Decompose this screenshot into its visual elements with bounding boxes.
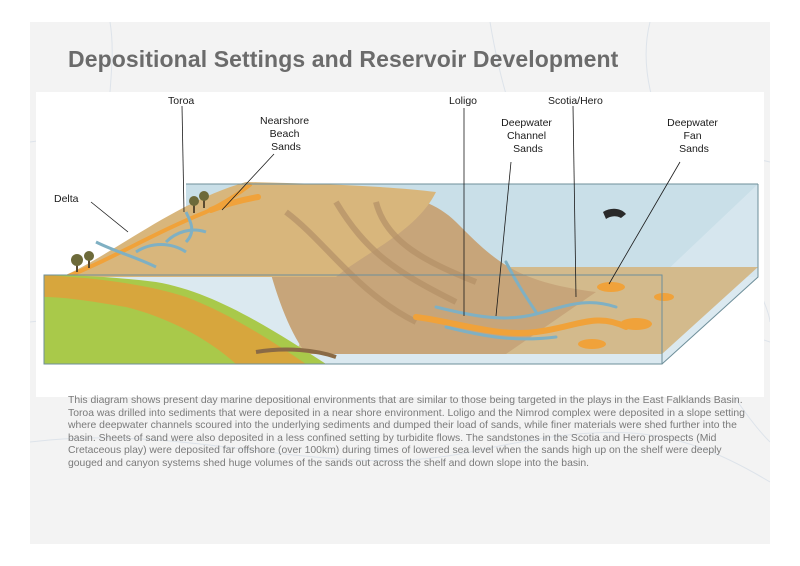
label-scotia-hero: Scotia/Hero bbox=[548, 95, 603, 107]
diagram-description: This diagram shows present day marine de… bbox=[68, 395, 745, 469]
tree-icon bbox=[71, 191, 209, 272]
label-pointers bbox=[90, 105, 681, 317]
cross-section-dark-layers bbox=[255, 347, 337, 359]
label-delta: Delta bbox=[54, 193, 79, 205]
deepwater-fan-sands bbox=[578, 282, 674, 349]
depositional-diagram: Toroa Nearshore Beach Sands Delta Loligo… bbox=[36, 92, 764, 397]
block-front-edge bbox=[43, 274, 663, 365]
dolphin-icon bbox=[603, 208, 626, 219]
label-deepwater-fan-sands: Deepwater Fan Sands bbox=[667, 117, 721, 155]
deepwater-channel-sands bbox=[413, 260, 629, 341]
label-nearshore-beach-sands: Nearshore Beach Sands bbox=[260, 115, 312, 153]
block-side-edge bbox=[661, 184, 759, 365]
label-loligo: Loligo bbox=[449, 95, 477, 107]
page-title: Depositional Settings and Reservoir Deve… bbox=[68, 46, 619, 72]
continental-shelf bbox=[66, 182, 436, 277]
label-toroa: Toroa bbox=[168, 95, 194, 107]
label-deepwater-channel-sands: Deepwater Channel Sands bbox=[501, 117, 555, 155]
cross-section-orange-layers bbox=[44, 275, 306, 364]
delta-channels bbox=[95, 211, 207, 269]
slide: Depositional Settings and Reservoir Deve… bbox=[30, 22, 770, 544]
nearshore-sand-body bbox=[208, 194, 261, 213]
